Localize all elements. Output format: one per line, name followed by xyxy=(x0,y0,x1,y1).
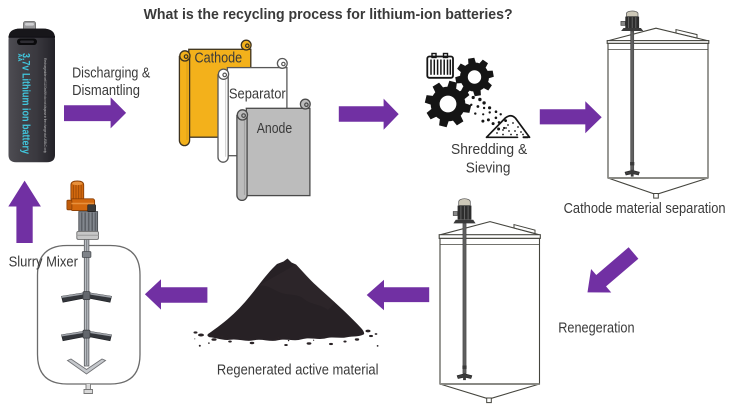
svg-text:AA: AA xyxy=(16,54,22,62)
svg-text:Cathode material separation: Cathode material separation xyxy=(564,201,726,217)
svg-text:Sieving: Sieving xyxy=(466,161,511,177)
svg-text:Separator: Separator xyxy=(229,87,286,103)
svg-text:Discharging &: Discharging & xyxy=(72,65,150,81)
svg-text:Slurry Mixer: Slurry Mixer xyxy=(9,254,78,270)
svg-text:What is the recycling process: What is the recycling process for lithiu… xyxy=(144,6,513,23)
svg-text:Renegeration: Renegeration xyxy=(558,321,634,337)
svg-text:Shredding &: Shredding & xyxy=(451,142,527,158)
svg-text:3.7v Lithium ion battery: 3.7v Lithium ion battery xyxy=(20,53,32,155)
svg-text:Regenerated active material: Regenerated active material xyxy=(217,363,379,379)
svg-text:Rechargeable cell 1100mWh do n: Rechargeable cell 1100mWh do not dispose… xyxy=(43,58,47,153)
svg-text:Dismantling: Dismantling xyxy=(72,83,140,99)
svg-text:Anode: Anode xyxy=(257,121,293,137)
svg-text:Cathode: Cathode xyxy=(195,51,243,67)
